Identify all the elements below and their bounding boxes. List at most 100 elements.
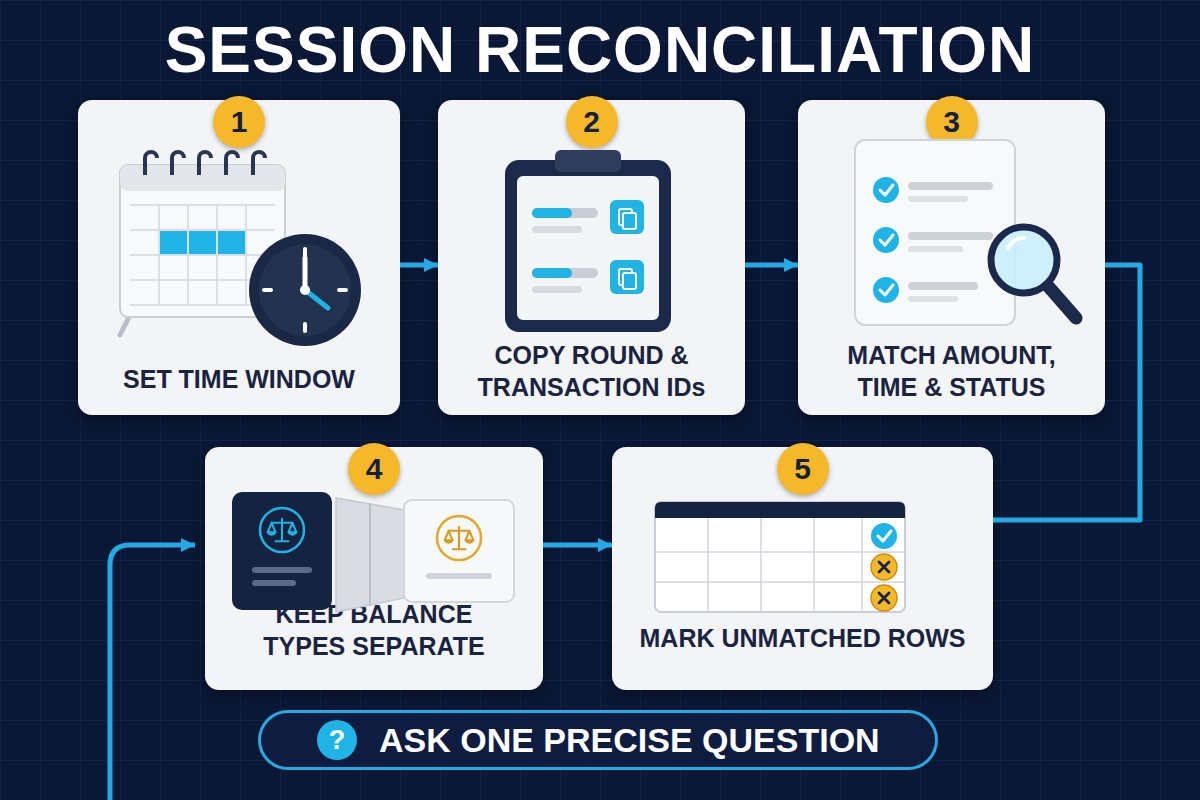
text-bar	[532, 268, 598, 278]
step-card: 2COPY ROUND & TRANSACTION IDs	[438, 100, 745, 415]
step-label: SET TIME WINDOW	[89, 363, 389, 395]
calendar-icon	[120, 152, 285, 335]
clock-hand	[303, 258, 308, 290]
flow-connector	[400, 263, 438, 268]
step-label: MATCH AMOUNT, TIME & STATUS	[821, 339, 1083, 403]
calendar-highlight	[160, 231, 187, 254]
check-mark	[880, 285, 893, 295]
text-bar	[532, 208, 598, 218]
step-number: 3	[926, 96, 978, 148]
text-bar	[532, 268, 572, 278]
step-label: COPY ROUND & TRANSACTION IDs	[461, 339, 723, 403]
calendar-ring	[226, 152, 238, 175]
clock-hand	[305, 290, 328, 308]
text-bar	[532, 208, 572, 218]
text-bar	[532, 226, 582, 233]
magnifier-lens	[991, 227, 1057, 293]
magnifier-icon	[991, 227, 1076, 318]
clock-center	[300, 285, 310, 295]
flow-connector	[543, 543, 612, 548]
step-card: 3MATCH AMOUNT, TIME & STATUS	[798, 100, 1105, 415]
flow-connector	[993, 265, 1140, 520]
clipboard-icon	[505, 150, 671, 332]
calendar-ring	[145, 152, 157, 175]
cross-mark	[879, 593, 889, 603]
calendar-grid	[130, 205, 275, 305]
calendar-rings	[145, 152, 265, 175]
clipboard-clip	[555, 150, 621, 172]
step-card: 1SET TIME WINDOW	[78, 100, 400, 415]
check-mark	[880, 235, 893, 245]
scales-ring	[437, 516, 481, 560]
calendar-body	[120, 165, 285, 317]
calendar-highlight	[189, 231, 216, 254]
clock-rim	[249, 234, 361, 346]
step-number: 5	[777, 443, 829, 495]
step-number: 2	[566, 96, 618, 148]
calendar-header	[120, 165, 285, 191]
divider-crease	[369, 503, 371, 606]
step-card: 4KEEP BALANCE TYPES SEPARATE	[205, 447, 543, 690]
copy-glyph	[623, 213, 636, 229]
divider-fold	[336, 498, 404, 612]
calendar-ring	[253, 152, 265, 175]
question-icon: ?	[317, 720, 357, 760]
text-bar	[908, 296, 958, 302]
step-label: KEEP BALANCE TYPES SEPARATE	[249, 598, 499, 662]
calendar-ring	[199, 152, 211, 175]
calendar-ring	[172, 152, 184, 175]
clock-face	[259, 244, 351, 336]
scales-symbol	[445, 527, 474, 549]
clock-ticks	[264, 249, 346, 331]
scales-symbol	[268, 519, 297, 541]
calendar-stand	[120, 315, 285, 335]
cross-circle	[871, 554, 897, 580]
copy-glyph	[623, 273, 636, 289]
text-bar	[908, 246, 963, 252]
question-text: ASK ONE PRECISE QUESTION	[379, 720, 880, 760]
cross-circle	[871, 585, 897, 611]
check-circle	[871, 523, 897, 549]
flow-connector	[745, 263, 798, 268]
check-mark	[878, 531, 891, 541]
light-ledger	[404, 500, 514, 602]
check-mark	[880, 185, 893, 195]
copy-glyph	[619, 209, 632, 225]
question-pill: ? ASK ONE PRECISE QUESTION	[258, 710, 938, 770]
text-bar	[908, 282, 978, 290]
table-body	[655, 502, 905, 612]
text-bar	[252, 580, 296, 586]
copy-icon	[610, 260, 644, 294]
checklist-icon	[855, 140, 1015, 325]
checklist-paper	[855, 140, 1015, 325]
step-number: 1	[213, 96, 265, 148]
check-circle	[873, 277, 899, 303]
text-bar	[252, 567, 312, 573]
balance-icon	[232, 492, 514, 612]
clipboard-paper	[517, 176, 659, 320]
table-icon	[655, 502, 905, 612]
clock-icon	[249, 234, 361, 346]
step-number: 4	[348, 443, 400, 495]
cross-mark	[879, 562, 889, 572]
table-grid	[655, 518, 905, 612]
scales-ring	[260, 508, 304, 552]
text-bar	[908, 232, 993, 240]
calendar-highlight	[218, 231, 245, 254]
step-label: MARK UNMATCHED ROWS	[623, 622, 983, 654]
flow-arrow	[110, 545, 195, 800]
check-circle	[873, 227, 899, 253]
clipboard-board	[505, 160, 671, 332]
diagram-title: SESSION RECONCILIATION	[0, 12, 1200, 88]
text-bar	[908, 182, 993, 190]
text-bar	[426, 573, 492, 579]
copy-glyph	[619, 269, 632, 285]
table-header	[655, 502, 905, 518]
magnifier-handle	[1048, 286, 1076, 318]
